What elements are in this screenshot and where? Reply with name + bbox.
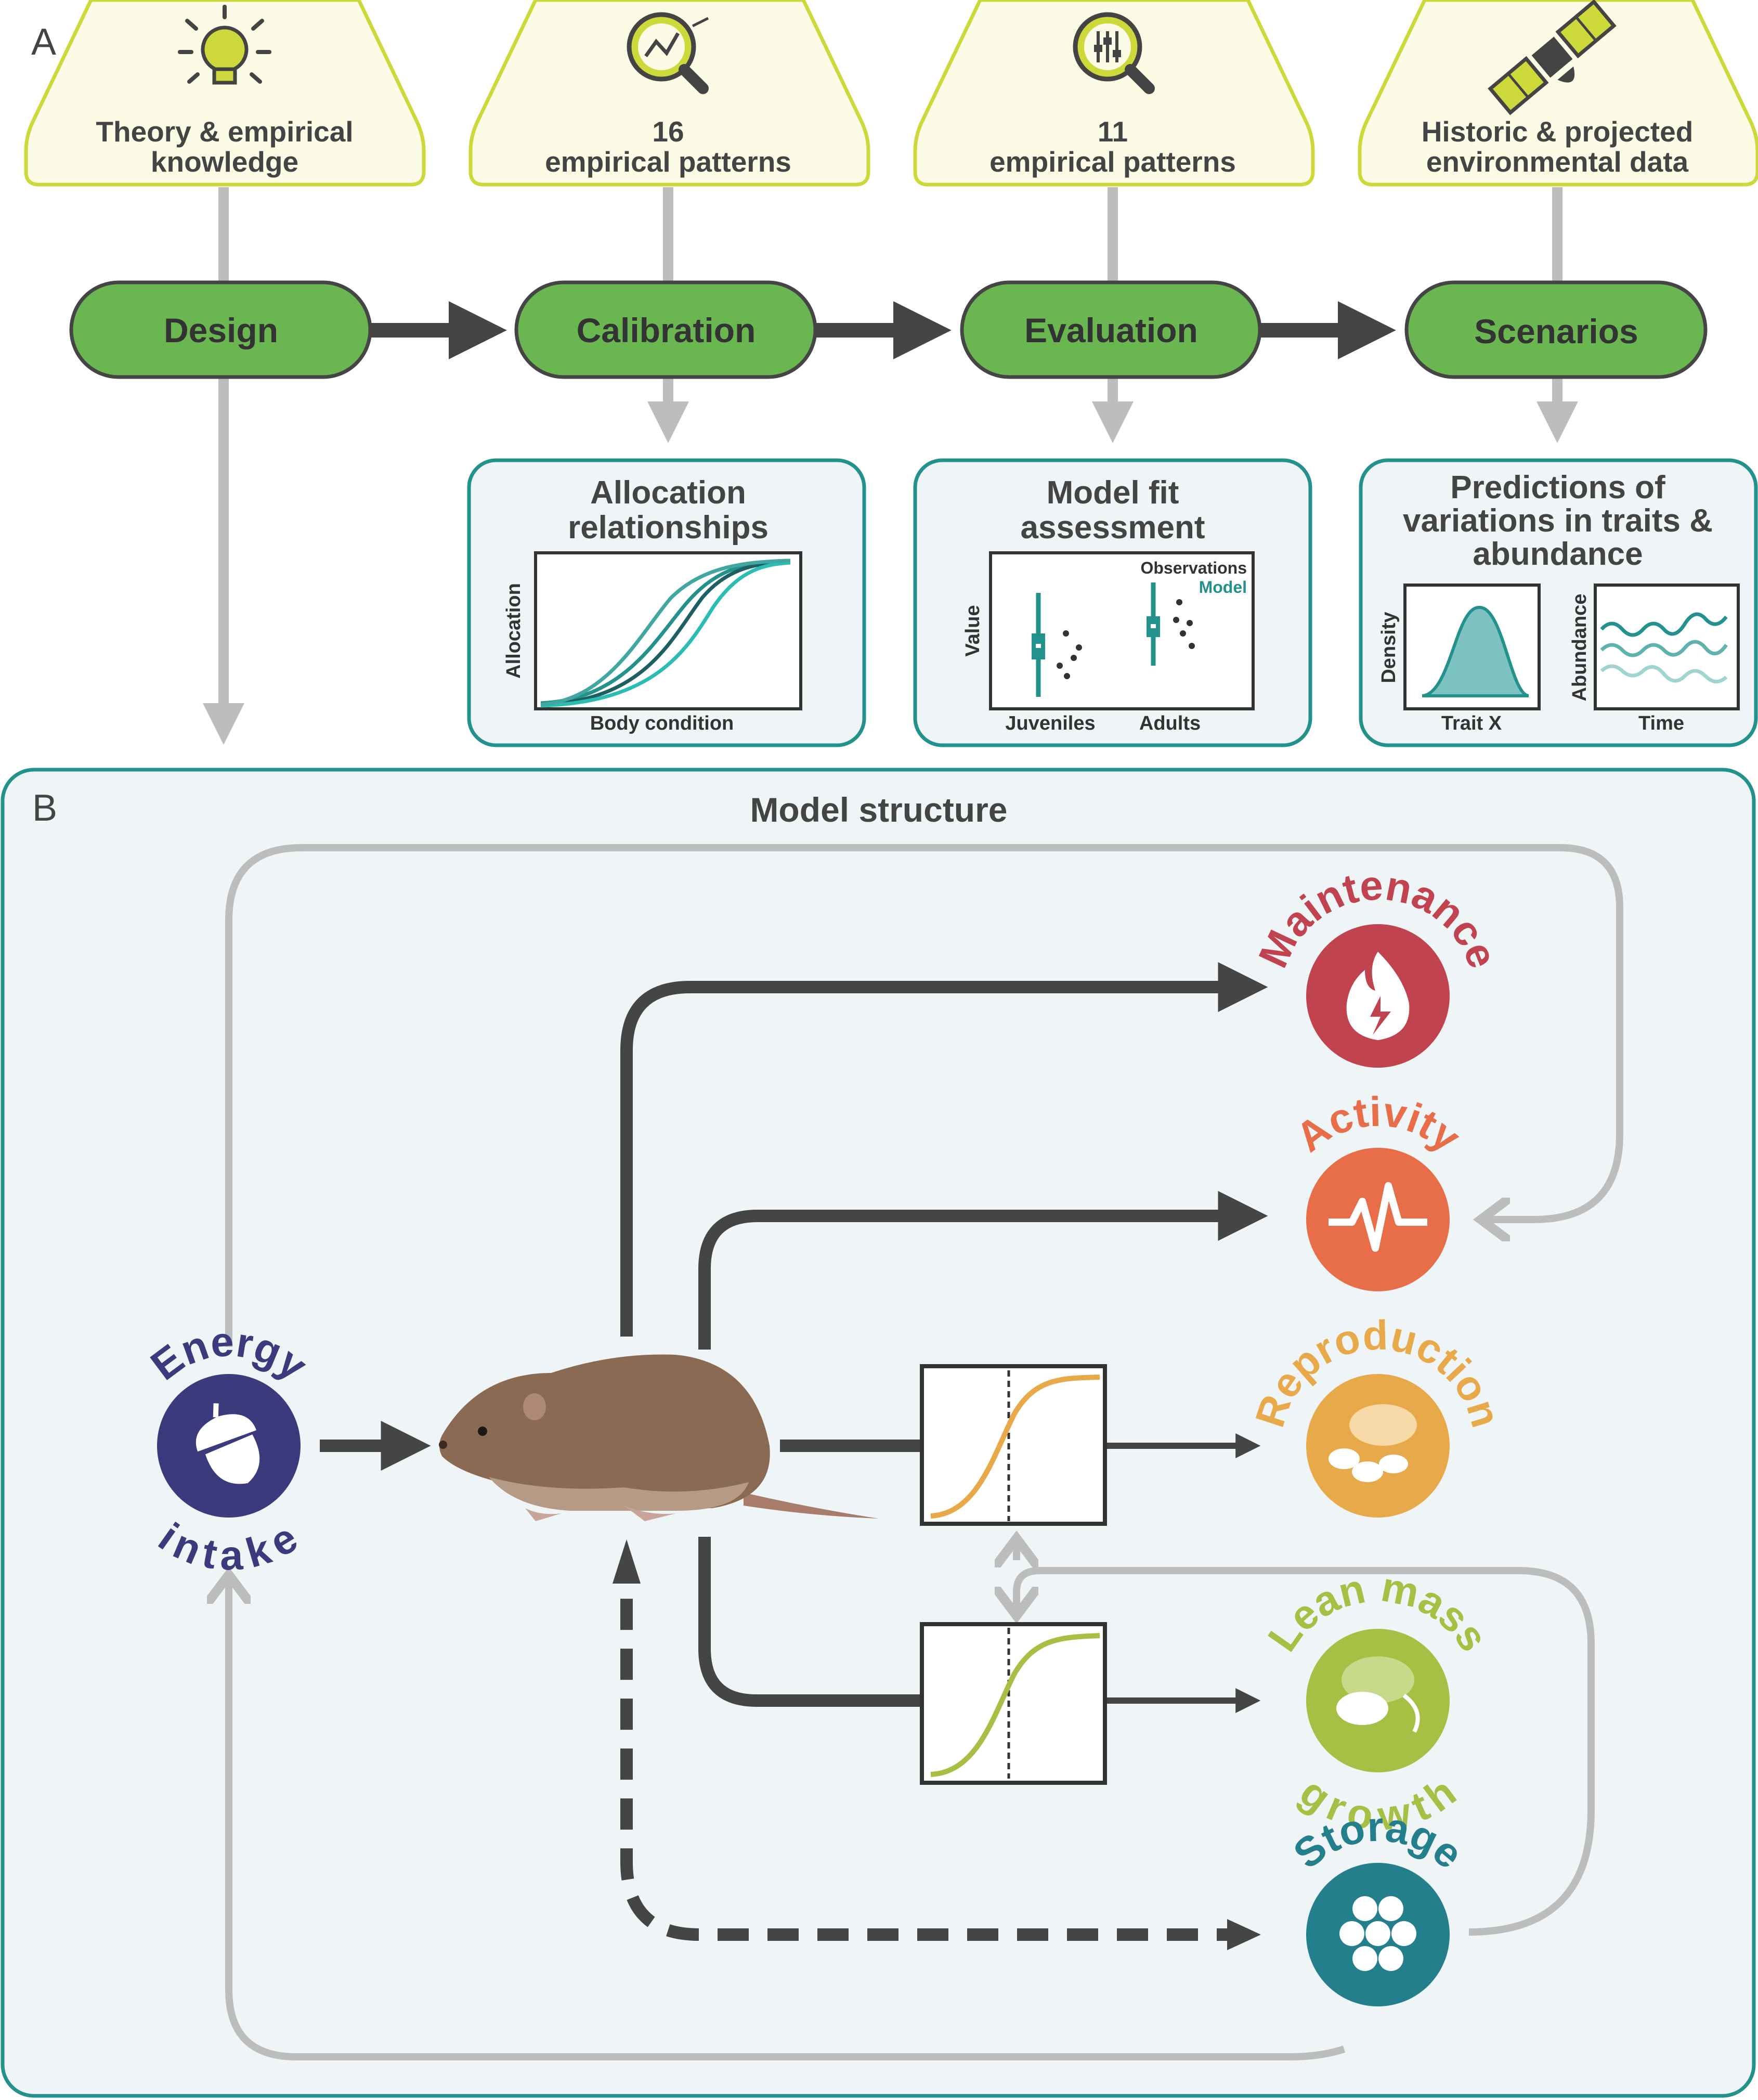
output-predictions-line2: variations in traits & (1403, 503, 1713, 539)
step-design: Design (69, 280, 372, 379)
source-calibration-line1: 16 (652, 115, 684, 148)
allocation-paths (320, 962, 1268, 1707)
fit-adults-box (1147, 582, 1160, 666)
output-predictions-line3: abundance (1473, 536, 1643, 572)
output-fit: Model fit assessment Observations Model … (913, 458, 1312, 747)
source-environmental-line1: Historic & projected (1422, 115, 1694, 148)
step-scenarios-label: Scenarios (1474, 312, 1638, 351)
category-activity: Activity (1287, 1088, 1469, 1291)
step-design-label: Design (164, 311, 278, 349)
step-evaluation-label: Evaluation (1024, 311, 1198, 349)
storage-dashed-path (620, 1581, 1248, 1941)
mouse-growth-icon (1336, 1656, 1420, 1733)
output-predictions-line1: Predictions of (1450, 470, 1665, 505)
fit-legend-model: Model (1199, 578, 1247, 597)
source-environmental-data: Historic & projected environmental data (1358, 0, 1758, 187)
abundance-xlabel: Time (1638, 712, 1684, 734)
source-environmental-line2: environmental data (1426, 146, 1689, 178)
growth-switch (920, 1622, 1107, 1785)
panel-a-label: A (31, 21, 56, 63)
output-allocation-line1: Allocation (590, 475, 746, 511)
model-structure-panel (1, 768, 1756, 2098)
step-evaluation: Evaluation (960, 280, 1262, 379)
step-scenarios: Scenarios (1404, 280, 1708, 379)
output-fit-line2: assessment (1020, 510, 1205, 546)
source-theory-line1: Theory & empirical (96, 115, 353, 148)
fit-juveniles-box (1032, 593, 1045, 697)
source-calibration-patterns: 16 empirical patterns (468, 0, 870, 187)
step-calibration: Calibration (514, 280, 817, 379)
output-fit-line1: Model fit (1047, 475, 1179, 511)
reproduction-switch (920, 1364, 1107, 1526)
abundance-ylabel: Abundance (1569, 594, 1591, 702)
feedback-arrows (229, 844, 1623, 2060)
panel-b-label: B (32, 787, 57, 829)
density-xlabel: Trait X (1441, 712, 1502, 734)
fit-observation-points (1057, 599, 1195, 679)
allocation-ylabel: Allocation (503, 583, 525, 679)
step-calibration-label: Calibration (577, 311, 756, 349)
abundance-lines (1600, 612, 1728, 683)
mouse-family-icon (1329, 1404, 1417, 1482)
source-calibration-line2: empirical patterns (545, 146, 791, 178)
fit-xlabel-juveniles: Juveniles (1005, 712, 1095, 734)
switch-output-arrows (1105, 1433, 1261, 1713)
fit-ylabel: Value (962, 605, 984, 656)
source-theory: Theory & empirical knowledge (24, 0, 426, 187)
energy-intake: Energy intake (142, 1318, 316, 1579)
satellite-icon (1488, 0, 1617, 115)
fit-legend-observations: Observations (1140, 559, 1247, 577)
storage-arrowhead (1227, 1919, 1261, 1950)
source-connectors (218, 187, 1562, 281)
source-evaluation-line1: 11 (1098, 115, 1128, 148)
density-ylabel: Density (1378, 612, 1400, 683)
flame-icon (1346, 952, 1410, 1040)
vole-icon (439, 1354, 879, 1521)
output-predictions: Predictions of variations in traits & ab… (1359, 458, 1758, 747)
output-allocation: Allocation relationships Allocation Body… (467, 458, 866, 747)
output-allocation-line2: relationships (568, 510, 769, 546)
output-arrows (203, 377, 1578, 745)
acorn-icon (196, 1403, 260, 1484)
density-curve (1422, 605, 1529, 697)
source-theory-line2: knowledge (151, 146, 298, 178)
source-evaluation-line2: empirical patterns (989, 146, 1236, 178)
fit-xlabel-adults: Adults (1139, 712, 1201, 734)
vole-return-arrowhead (613, 1539, 641, 1584)
fat-cells-icon (1339, 1896, 1416, 1971)
allocation-curves (540, 559, 791, 708)
allocation-xlabel: Body condition (590, 712, 734, 734)
heartbeat-icon (1329, 1182, 1427, 1252)
source-evaluation-patterns: 11 empirical patterns (913, 0, 1315, 187)
model-structure-title: Model structure (750, 790, 1007, 829)
magnifier-sliders-icon (1073, 12, 1155, 94)
lightbulb-icon (178, 5, 271, 85)
magnifier-trend-icon (627, 12, 709, 94)
